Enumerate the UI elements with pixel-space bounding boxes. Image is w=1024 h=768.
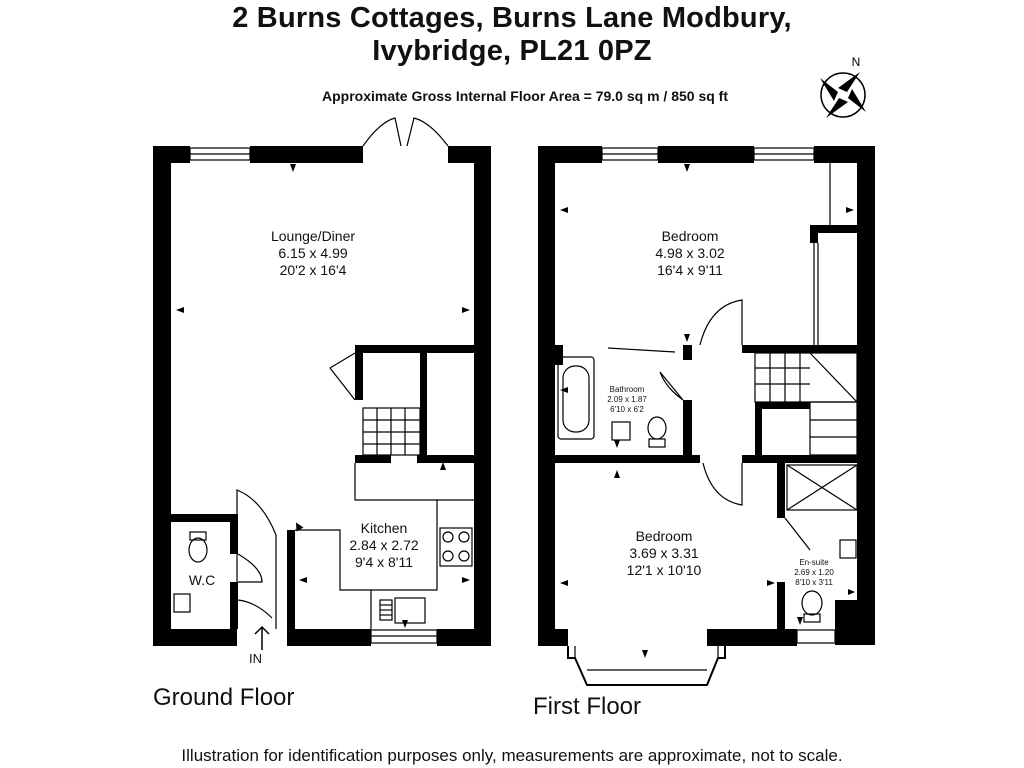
room-imperial: 9'4 x 8'11 — [354, 554, 414, 570]
room-label-kitchen: Kitchen 2.84 x 2.72 9'4 x 8'11 — [336, 520, 432, 571]
room-label-lounge: Lounge/Diner 6.15 x 4.99 20'2 x 16'4 — [253, 228, 373, 279]
ground-floor-label: Ground Floor — [153, 684, 295, 711]
room-name: Kitchen — [360, 520, 408, 536]
bath-icon — [557, 356, 595, 440]
toilet-icon — [188, 537, 208, 563]
room-imperial: 16'4 x 9'11 — [657, 262, 723, 278]
room-metric: 2.69 x 1.20 — [794, 568, 834, 577]
entrance-label: IN — [249, 651, 262, 666]
room-imperial: 6'10 x 6'2 — [610, 405, 644, 414]
room-name: Lounge/Diner — [270, 228, 356, 244]
room-imperial: 12'1 x 10'10 — [626, 562, 702, 578]
entrance-arrow-icon — [254, 625, 270, 650]
room-name: Bedroom — [661, 228, 719, 244]
basin-icon — [173, 593, 191, 613]
disclaimer-text: Illustration for identification purposes… — [181, 746, 843, 765]
room-label-wc: W.C — [188, 572, 216, 588]
room-metric: 2.84 x 2.72 — [349, 537, 419, 553]
compass-north-label: N — [852, 55, 861, 69]
room-metric: 3.69 x 3.31 — [629, 545, 699, 561]
room-metric: 4.98 x 3.02 — [655, 245, 725, 261]
ground-floor-plan — [153, 146, 491, 646]
page-title-line-2: Ivybridge, PL21 0PZ — [372, 35, 652, 67]
measurement-arrows-gf — [176, 164, 470, 628]
basin-icon — [611, 421, 631, 441]
compass-rose-icon: N — [820, 55, 866, 118]
floor-area-summary: Approximate Gross Internal Floor Area = … — [322, 88, 728, 104]
shower-icon — [786, 464, 858, 511]
room-name: Bedroom — [635, 528, 693, 544]
measurement-arrows-ff — [560, 164, 855, 658]
room-name: Bathroom — [609, 385, 645, 394]
room-imperial: 8'10 x 3'11 — [795, 578, 833, 587]
first-floor-plan — [538, 146, 875, 646]
kitchen-sink-icon — [394, 597, 426, 624]
first-floor-label: First Floor — [533, 693, 641, 720]
room-label-bedroom-2: Bedroom 3.69 x 3.31 12'1 x 10'10 — [604, 528, 724, 579]
room-name: En-suite — [799, 558, 829, 567]
ensuite-toilet-icon — [801, 590, 823, 616]
toilet-icon — [647, 416, 667, 440]
room-metric: 6.15 x 4.99 — [278, 245, 348, 261]
room-label-ensuite: En-suite 2.69 x 1.20 8'10 x 3'11 — [786, 558, 842, 588]
page-title-line-1: 2 Burns Cottages, Burns Lane Modbury, — [232, 2, 792, 34]
room-label-bedroom-1: Bedroom 4.98 x 3.02 16'4 x 9'11 — [630, 228, 750, 279]
french-door-left-icon — [362, 117, 402, 147]
room-imperial: 20'2 x 16'4 — [279, 262, 347, 278]
room-metric: 2.09 x 1.87 — [607, 395, 647, 404]
hob-icon — [439, 527, 473, 567]
ensuite-basin-icon — [839, 539, 857, 559]
french-door-right-icon — [406, 117, 449, 147]
room-label-bathroom: Bathroom 2.09 x 1.87 6'10 x 6'2 — [598, 385, 656, 415]
